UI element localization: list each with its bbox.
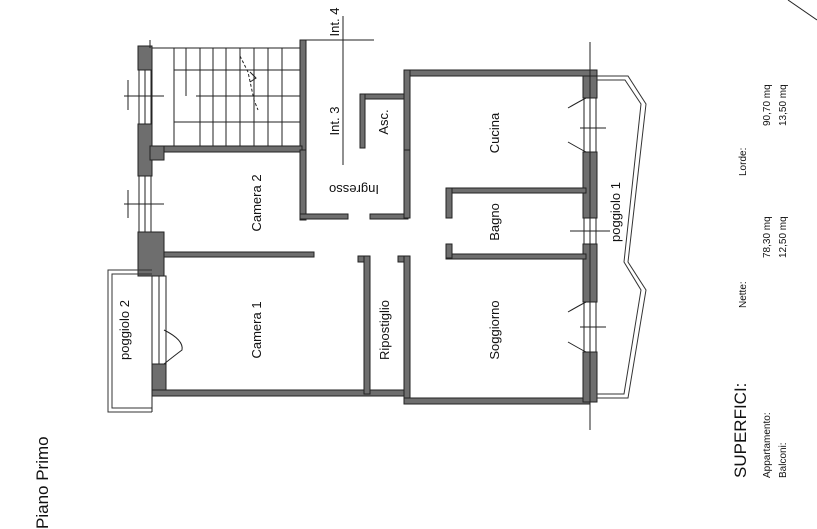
door-swings bbox=[163, 97, 606, 365]
room-label-ingresso: Ingresso bbox=[329, 182, 379, 197]
surfaces-lorde-label: Lorde: bbox=[738, 148, 749, 176]
label-int-4: Int. 4 bbox=[327, 8, 342, 37]
room-label-camera-1: Camera 1 bbox=[249, 301, 264, 358]
label-int-3: Int. 3 bbox=[327, 107, 342, 136]
surfaces-nette-label: Nette: bbox=[738, 281, 749, 308]
surfaces-nette-balconi: 12,50 mq bbox=[778, 216, 789, 258]
room-label-soggiorno: Soggiorno bbox=[487, 300, 502, 359]
label-poggiolo-2: poggiolo 2 bbox=[117, 300, 132, 360]
floor-title: Piano Primo bbox=[33, 436, 52, 529]
room-label-camera-2: Camera 2 bbox=[249, 174, 264, 231]
surfaces-lorde-appartamento: 90,70 mq bbox=[762, 84, 773, 126]
room-label-ripostiglio: Ripostiglio bbox=[377, 300, 392, 360]
section-lines bbox=[149, 0, 817, 430]
surfaces-heading: SUPERFICI: bbox=[731, 383, 750, 478]
surfaces-lorde-balconi: 13,50 mq bbox=[778, 84, 789, 126]
surfaces-appartamento-label: Appartamento: bbox=[762, 412, 773, 478]
label-poggiolo-1: poggiolo 1 bbox=[608, 182, 623, 242]
label-ascensore: Asc. bbox=[376, 109, 391, 134]
staircase bbox=[151, 47, 301, 147]
surfaces-balconi-label: Balconi: bbox=[778, 442, 789, 478]
room-label-bagno: Bagno bbox=[487, 203, 502, 241]
surfaces-nette-appartamento: 78,30 mq bbox=[762, 216, 773, 258]
room-label-cucina: Cucina bbox=[487, 112, 502, 153]
balcony-right bbox=[597, 75, 647, 399]
surfaces-table: SUPERFICI: Appartamento: Balconi: Nette:… bbox=[731, 84, 789, 478]
exterior-walls bbox=[137, 39, 598, 405]
balcony-left bbox=[107, 269, 152, 413]
